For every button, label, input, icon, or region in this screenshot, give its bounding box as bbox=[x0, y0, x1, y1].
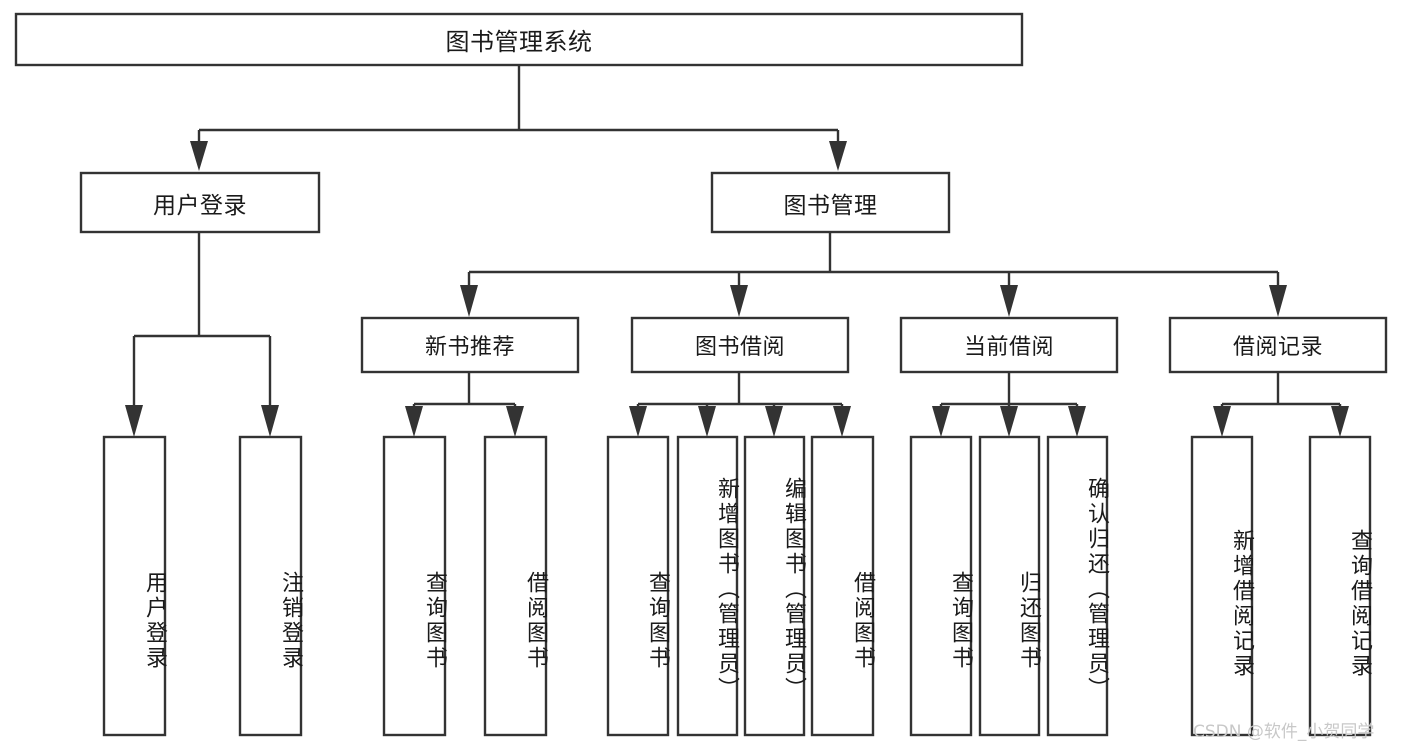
leaf-box-user-login-1[interactable] bbox=[238, 435, 303, 737]
arrow-head-icon bbox=[1000, 285, 1018, 317]
leaf-box-current-borrow-1[interactable] bbox=[978, 435, 1041, 737]
arrow-head-icon bbox=[261, 405, 279, 437]
connector-group-current-borrow bbox=[932, 372, 1086, 437]
connector-group-user-login bbox=[125, 232, 279, 437]
leaf-box-borrow-records-1[interactable] bbox=[1308, 435, 1372, 737]
leaf-box-new-book-recommend-1[interactable] bbox=[483, 435, 548, 737]
arrow-head-icon bbox=[125, 405, 143, 437]
leaf-box-current-borrow-2[interactable] bbox=[1046, 435, 1109, 737]
node-box-book-borrow[interactable] bbox=[630, 316, 850, 374]
arrow-head-icon bbox=[405, 406, 423, 437]
connector-group-borrow-records bbox=[1213, 372, 1349, 437]
arrow-head-icon bbox=[698, 406, 716, 437]
leaf-box-book-borrow-0[interactable] bbox=[606, 435, 670, 737]
arrow-head-icon bbox=[1213, 406, 1231, 437]
leaf-box-borrow-records-0[interactable] bbox=[1190, 435, 1254, 737]
connector-group-book-management bbox=[460, 232, 1287, 317]
leaf-box-book-borrow-3[interactable] bbox=[810, 435, 875, 737]
arrow-head-icon bbox=[833, 406, 851, 437]
arrow-head-icon bbox=[1068, 406, 1086, 437]
arrow-head-icon bbox=[829, 141, 847, 171]
node-box-new-book-recommend[interactable] bbox=[360, 316, 580, 374]
arrow-head-icon bbox=[932, 406, 950, 437]
node-box-root[interactable] bbox=[14, 12, 1024, 67]
arrow-head-icon bbox=[190, 141, 208, 171]
arrow-head-icon bbox=[1269, 285, 1287, 317]
connector-group-book-borrow bbox=[629, 372, 851, 437]
leaf-box-user-login-0[interactable] bbox=[102, 435, 167, 737]
node-box-book-management[interactable] bbox=[710, 171, 951, 234]
arrow-head-icon bbox=[1000, 406, 1018, 437]
arrow-head-icon bbox=[506, 406, 524, 437]
leaf-box-new-book-recommend-0[interactable] bbox=[382, 435, 447, 737]
arrow-head-icon bbox=[1331, 406, 1349, 437]
arrow-head-icon bbox=[629, 406, 647, 437]
arrow-head-icon bbox=[730, 285, 748, 317]
arrow-head-icon bbox=[765, 406, 783, 437]
arrow-head-icon bbox=[460, 285, 478, 317]
leaf-box-book-borrow-2[interactable] bbox=[743, 435, 806, 737]
leaf-box-current-borrow-0[interactable] bbox=[909, 435, 973, 737]
connector-group-new-book-recommend bbox=[405, 372, 524, 437]
leaf-box-book-borrow-1[interactable] bbox=[676, 435, 739, 737]
node-box-borrow-records[interactable] bbox=[1168, 316, 1388, 374]
node-box-user-login[interactable] bbox=[79, 171, 321, 234]
connector-group-root bbox=[190, 65, 847, 171]
node-box-current-borrow[interactable] bbox=[899, 316, 1119, 374]
